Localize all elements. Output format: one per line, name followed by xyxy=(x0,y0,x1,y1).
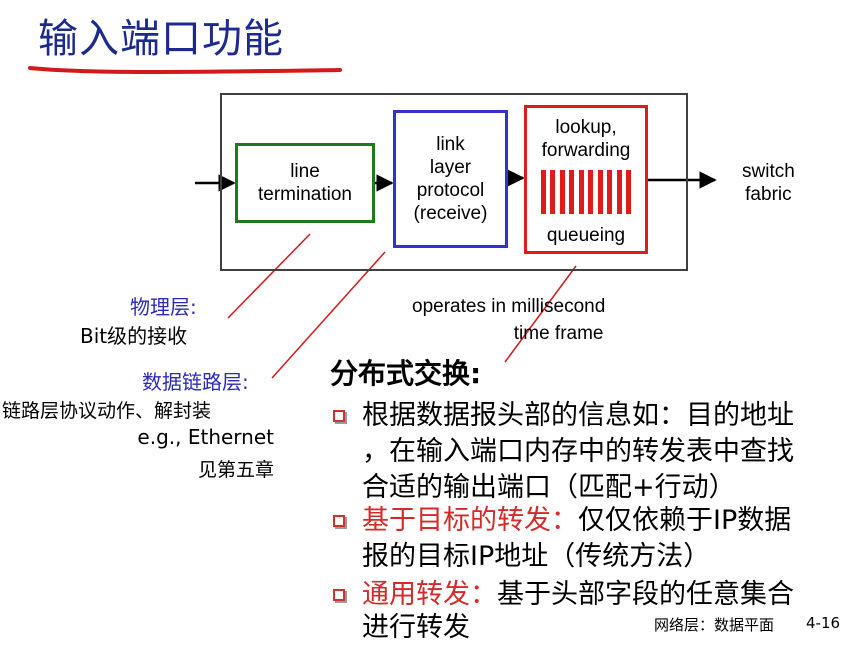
lookup-box: lookup, forwarding queueing xyxy=(524,105,648,254)
bullet-1-line: 合适的输出端口（匹配+行动） xyxy=(362,472,736,503)
switch-fabric-line: fabric xyxy=(745,184,792,205)
link-layer-box: link layer protocol (receive) xyxy=(393,110,508,248)
link-layer-label: (receive) xyxy=(413,203,488,224)
slide-title: 输入端口功能 xyxy=(38,16,284,62)
input-port-frame xyxy=(220,93,688,271)
bullet-1-line: 根据数据报头部的信息如：目的地址 xyxy=(362,400,794,431)
bullet-3-line: 通用转发：基于头部字段的任意集合 xyxy=(362,577,794,613)
bullet-icon xyxy=(333,410,345,422)
datalink-layer-ref: 见第五章 xyxy=(197,459,274,481)
switch-fabric-label: switch fabric xyxy=(742,160,795,206)
pointer-distributed xyxy=(504,265,577,363)
link-layer-label: link xyxy=(436,134,465,155)
bullet-3-highlight: 通用转发： xyxy=(362,579,497,610)
datalink-layer-desc: 链路层协议动作、解封装 xyxy=(2,400,212,422)
lookup-label-line: lookup, xyxy=(555,117,617,138)
physical-layer-title: 物理层: xyxy=(130,295,197,319)
line-termination-label: termination xyxy=(258,184,352,205)
bullet-3-rest: 基于头部字段的任意集合 xyxy=(497,579,794,610)
distributed-switching-heading: 分布式交换: xyxy=(330,357,482,390)
title-underline xyxy=(28,66,342,74)
footer-label: 网络层：数据平面 xyxy=(653,616,774,634)
bullet-1-line: ，在输入端口内存中的转发表中查找 xyxy=(362,436,794,467)
bullet-icon xyxy=(333,589,345,601)
lookup-label-line: forwarding xyxy=(541,140,631,161)
line-termination-box: line termination xyxy=(235,143,375,223)
queue-icon xyxy=(541,170,631,214)
bullet-icon xyxy=(333,515,345,527)
pointer-physical xyxy=(227,233,311,319)
page-number: 4-16 xyxy=(806,614,841,632)
bullet-2-line: 基于目标的转发：仅仅依赖于IP数据 xyxy=(362,503,791,539)
lookup-label: lookup, forwarding xyxy=(527,116,645,162)
datalink-layer-title: 数据链路层: xyxy=(142,370,249,394)
pointer-datalink xyxy=(271,251,386,379)
bullet-2-rest: 仅仅依赖于IP数据 xyxy=(578,505,792,536)
operates-line: operates in millisecond xyxy=(412,296,606,317)
line-termination-label: line xyxy=(290,161,320,182)
bullet-3-line: 进行转发 xyxy=(362,612,470,643)
link-layer-label: protocol xyxy=(416,180,485,201)
queueing-label: queueing xyxy=(546,225,626,246)
operates-line: time frame xyxy=(513,323,604,344)
datalink-layer-example: e.g., Ethernet xyxy=(137,425,274,449)
operates-note: operates in millisecond time frame xyxy=(412,293,605,347)
switch-fabric-line: switch xyxy=(742,161,795,182)
bullet-2-line: 报的目标IP地址（传统方法） xyxy=(362,541,711,572)
link-layer-label: layer xyxy=(429,157,472,178)
bullet-2-highlight: 基于目标的转发： xyxy=(362,505,578,536)
physical-layer-desc: Bit级的接收 xyxy=(80,324,188,348)
